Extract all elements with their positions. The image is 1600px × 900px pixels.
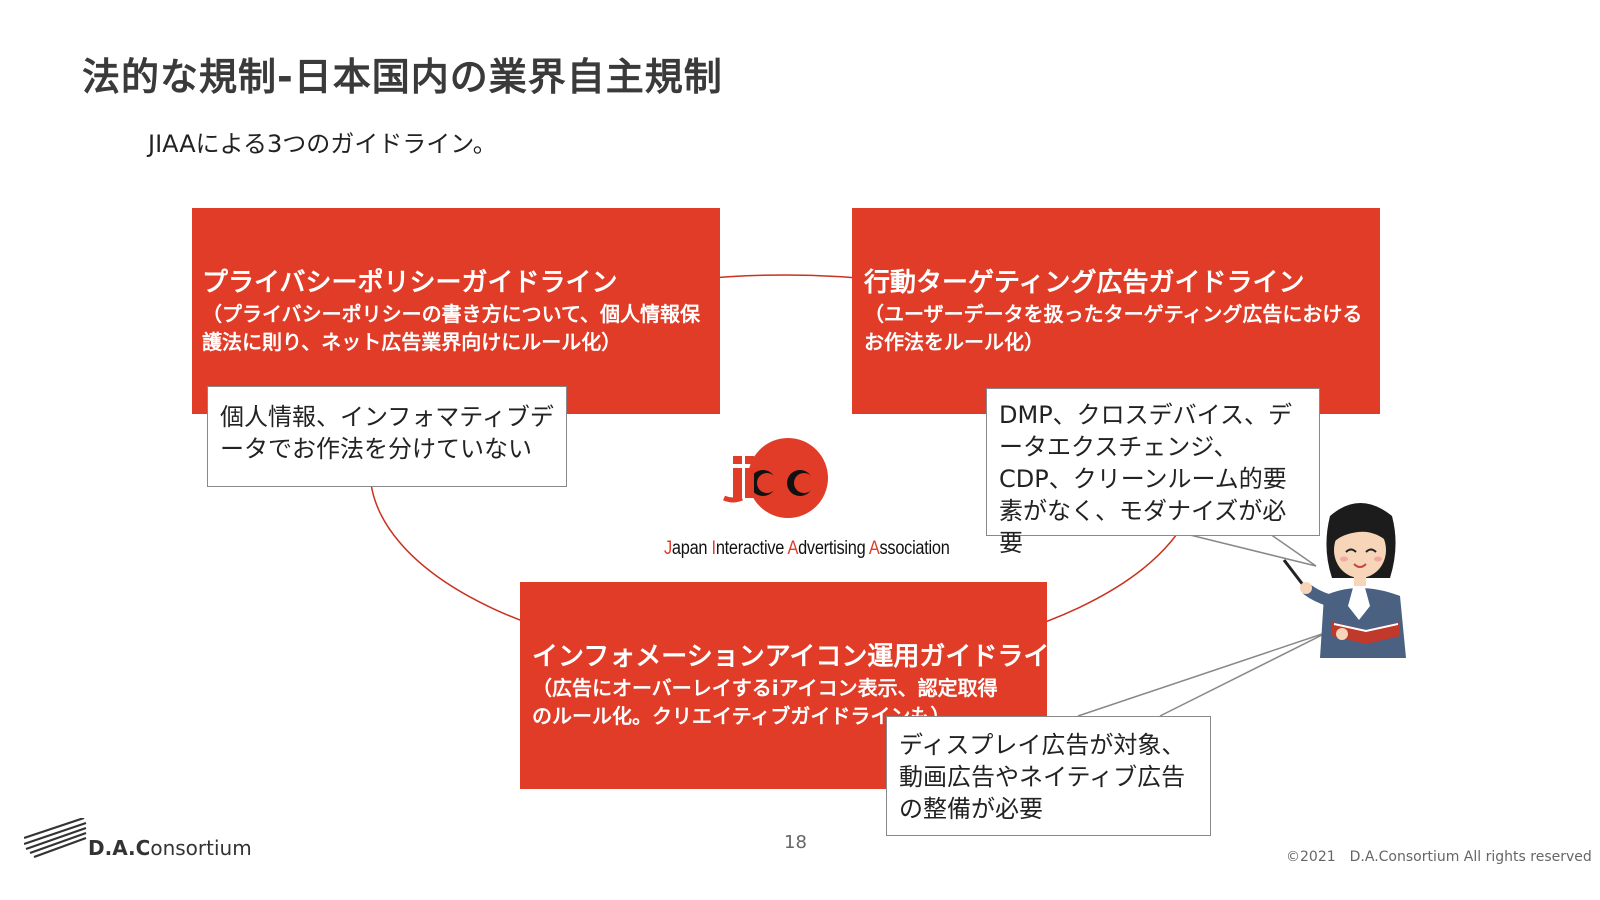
dac-logo-text: D.A.Consortium [88, 836, 252, 860]
guideline-box-targeting: 行動ターゲティング広告ガイドライン （ユーザーデータを扱ったターゲティング広告に… [852, 208, 1380, 414]
guideline-box-privacy: プライバシーポリシーガイドライン （プライバシーポリシーの書き方について、個人情… [192, 208, 720, 414]
slide-title: 法的な規制-日本国内の業界自主規制 [82, 55, 723, 99]
guideline-description: （広告にオーバーレイするiアイコン表示、認定取得のルール化。クリエイティブガイド… [532, 676, 998, 728]
guideline-heading: インフォメーションアイコン運用ガイドライン [532, 642, 1076, 672]
page-number: 18 [784, 832, 807, 853]
slide-subtitle: JIAAによる3つのガイドライン。 [148, 130, 497, 158]
jiaa-logo-caption: Japan Interactive Advertising Associatio… [664, 538, 950, 559]
jiaa-logo-mark [722, 438, 828, 518]
dac-logo-mark [24, 818, 87, 858]
callout-privacy: 個人情報、インフォマティブデータでお作法を分けていない [207, 386, 567, 487]
copyright-notice: ©2021 D.A.Consortium All rights reserved [1286, 849, 1592, 865]
guideline-heading: 行動ターゲティング広告ガイドライン [864, 268, 1305, 298]
guideline-heading: プライバシーポリシーガイドライン [202, 268, 618, 298]
guideline-description: （ユーザーデータを扱ったターゲティング広告におけるお作法をルール化） [864, 302, 1363, 354]
guideline-description: （プライバシーポリシーの書き方について、個人情報保護法に則り、ネット広告業界向け… [202, 302, 700, 354]
guideline-box-information-icon: インフォメーションアイコン運用ガイドライン （広告にオーバーレイするiアイコン表… [520, 582, 1076, 789]
callout-targeting: DMP、クロスデバイス、データエクスチェンジ、CDP、クリーンルーム的要素がなく… [986, 388, 1320, 557]
callout-information-icon: ディスプレイ広告が対象、動画広告やネイティブ広告の整備が必要 [886, 716, 1211, 836]
teacher-illustration [1282, 503, 1406, 658]
